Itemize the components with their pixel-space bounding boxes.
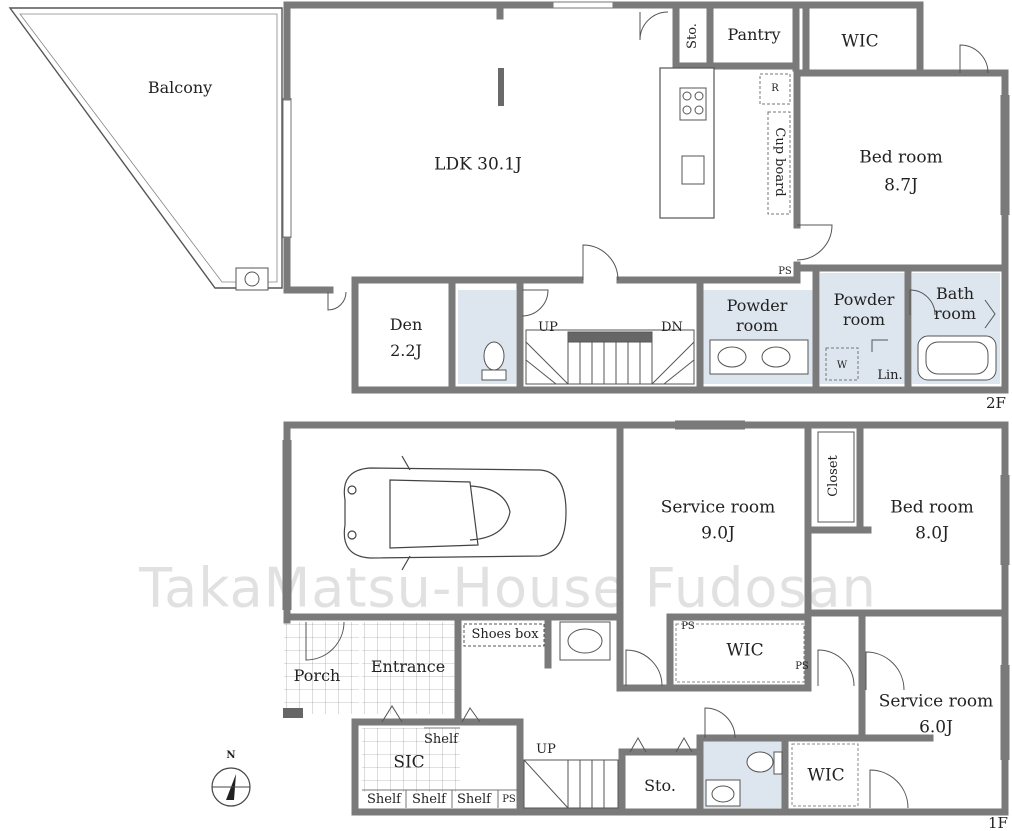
balcony-outline	[8, 7, 283, 289]
windows-2f	[282, 1, 1010, 238]
balcony-inner-line	[19, 13, 278, 283]
entrance-label: Entrance	[370, 657, 446, 676]
car-icon	[343, 455, 567, 571]
porch-tile	[284, 622, 359, 714]
doors-1f	[305, 621, 909, 809]
refrigerator-label: R	[771, 82, 779, 94]
shelf-top-label: Shelf	[424, 731, 458, 747]
wic-a-label-1f: WIC	[726, 640, 764, 661]
shoes-box-label: Shoes box	[471, 626, 539, 642]
compass-icon	[211, 767, 251, 807]
ldk-label: LDK 30.1J	[434, 154, 522, 175]
storage-label-1f: Sto.	[644, 776, 676, 795]
pipe-space-label-2f: PS	[778, 265, 792, 277]
stair-up-label-1f: UP	[536, 741, 556, 757]
service-room-a-size: 9.0J	[701, 523, 735, 544]
bedroom-1f-size: 8.0J	[915, 523, 949, 544]
windows-1f	[282, 420, 1010, 760]
stairs-1f	[523, 759, 619, 809]
service-room-b-name: Service room	[878, 691, 994, 712]
kitchen-sink-icon	[681, 155, 705, 185]
stair-up-label-2f: UP	[538, 319, 558, 335]
ps-b-label: PS	[795, 660, 809, 672]
sink-icon-b	[761, 346, 791, 368]
walls-1f	[283, 421, 1009, 816]
wic-b-label-1f: WIC	[807, 765, 845, 786]
wic-1f-outline	[675, 623, 805, 683]
vanity-counter	[709, 339, 809, 375]
shelf-3-label: Shelf	[457, 791, 491, 807]
toilet-icon-1f	[746, 751, 774, 773]
service-room-a-name: Service room	[660, 497, 776, 518]
porch-label: Porch	[293, 666, 341, 685]
closet-label: Closet	[825, 455, 841, 497]
bedroom-2f-size: 8.7J	[884, 175, 918, 196]
balcony-label: Balcony	[147, 78, 213, 97]
sink-icon-a	[717, 346, 747, 368]
linen-label: Lin.	[877, 367, 903, 383]
doors-2f	[327, 11, 989, 352]
wic-1f-b-outline	[791, 743, 859, 807]
compass-north-label: N	[226, 749, 236, 761]
stairs-2f	[525, 329, 695, 385]
balcony-outdoor-unit	[235, 267, 269, 291]
sic-tile	[362, 728, 460, 792]
powder-room-b-label: Powder room	[833, 290, 895, 329]
toilet-floor-2f	[458, 290, 516, 384]
storage-label-2f: Sto.	[684, 23, 700, 49]
hand-sink-icon	[711, 785, 735, 803]
bedroom-2f-name: Bed room	[859, 147, 943, 168]
floor-label-1f: 1F	[988, 814, 1008, 831]
powder-room-a-label: Powder room	[726, 296, 788, 335]
kitchen-island	[659, 67, 715, 219]
walls-2f	[283, 1, 1009, 394]
stove-icon	[679, 87, 707, 121]
shower-icon	[984, 299, 996, 329]
second-floor-plan	[8, 1, 1010, 394]
service-room-b-size: 6.0J	[919, 717, 953, 738]
ldk-pillar	[498, 68, 504, 106]
cupboard-box	[767, 111, 791, 215]
stair-down-label-2f: DN	[661, 319, 683, 335]
sic-shelves	[362, 727, 520, 808]
closet-outline	[817, 431, 855, 523]
watermark-text: TakaMatsu-House Fudosan	[139, 556, 877, 620]
sic-label: SIC	[393, 752, 425, 773]
pantry-label: Pantry	[727, 25, 781, 44]
floor-label-2f: 2F	[986, 394, 1006, 412]
den-name: Den	[389, 315, 423, 334]
cupboard-label: Cup board	[772, 127, 788, 197]
ps-a-label: PS	[681, 620, 695, 632]
shoes-box-outline	[463, 623, 545, 647]
bathtub-icon	[917, 335, 997, 381]
entrance-tile	[362, 622, 458, 714]
washer-box	[825, 347, 859, 381]
shelf-1-label: Shelf	[367, 791, 401, 807]
den-size: 2.2J	[390, 341, 422, 360]
refrigerator-box	[759, 73, 791, 105]
utility-sink-icon	[567, 628, 603, 654]
first-floor-plan	[282, 420, 1010, 816]
outdoor-unit-fan-icon	[244, 271, 260, 287]
toilet-icon-2f	[483, 341, 505, 371]
powder-room-floor-b	[820, 273, 908, 384]
shelf-2-label: Shelf	[412, 791, 446, 807]
ps-c-label: PS	[502, 793, 516, 805]
porch-step	[283, 708, 303, 718]
wic-label-2f: WIC	[841, 31, 879, 52]
washer-label: W	[836, 359, 848, 371]
bedroom-1f-name: Bed room	[890, 497, 974, 518]
bath-room-label: Bath room	[933, 284, 977, 323]
